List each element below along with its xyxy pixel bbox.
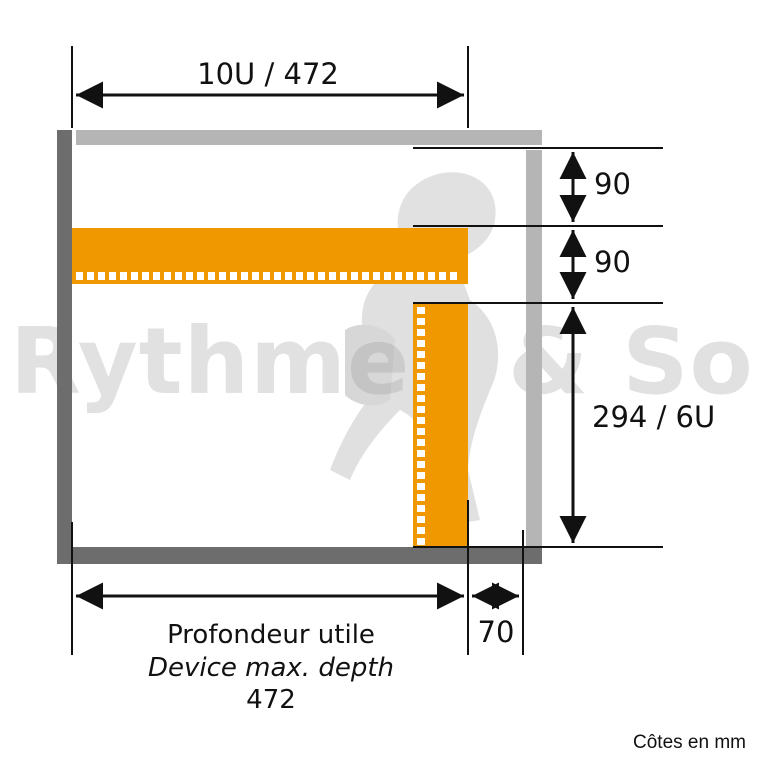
vertical-rail [413, 303, 468, 547]
rail-hole [263, 272, 270, 280]
dimension-labels: 10U / 472 90 90 294 / 6U 70 Profondeur u… [148, 57, 715, 715]
rail-hole [230, 272, 237, 280]
label-gap-top: 90 [594, 167, 631, 201]
rail-hole [351, 272, 358, 280]
label-depth-en: Device max. depth [148, 653, 394, 683]
rail-hole [417, 461, 425, 468]
rail-hole [318, 272, 325, 280]
rail-hole [417, 329, 425, 336]
rail-hole [307, 272, 314, 280]
rail-hole [219, 272, 226, 280]
watermark-right-text: & Sons [508, 308, 760, 415]
rail-hole [417, 307, 425, 314]
rail-hole [175, 272, 182, 280]
rail-hole [417, 516, 425, 523]
left-frame-bar [57, 130, 72, 564]
rail-hole [296, 272, 303, 280]
rail-hole [417, 472, 425, 479]
rail-hole [417, 428, 425, 435]
extension-lines [71, 46, 663, 655]
rail-hole [98, 272, 105, 280]
label-rear-clearance: 70 [478, 615, 515, 649]
rail-hole [164, 272, 171, 280]
rail-hole [252, 272, 259, 280]
rail-hole [439, 272, 446, 280]
rail-hole [417, 450, 425, 457]
rail-hole [87, 272, 94, 280]
rail-hole [285, 272, 292, 280]
label-vertical-height: 294 / 6U [592, 400, 715, 434]
rail-hole [131, 272, 138, 280]
label-depth-value: 472 [246, 685, 296, 715]
dimension-lines [76, 81, 587, 610]
rail-hole [417, 373, 425, 380]
label-gap-middle: 90 [594, 245, 631, 279]
rail-hole [120, 272, 127, 280]
watermark-left-text: Rythmes [10, 308, 466, 415]
rail-hole [109, 272, 116, 280]
rail-hole [417, 351, 425, 358]
rail-hole [208, 272, 215, 280]
rail-hole [197, 272, 204, 280]
rail-hole [417, 538, 425, 545]
rail-hole [340, 272, 347, 280]
rail-hole [186, 272, 193, 280]
horizontal-rail [72, 228, 468, 284]
units-note: Côtes en mm [633, 732, 746, 753]
rail-hole [417, 395, 425, 402]
rail-hole [428, 272, 435, 280]
rail-hole [417, 340, 425, 347]
rail-hole [142, 272, 149, 280]
rail-hole [395, 272, 402, 280]
horizontal-rail-holes [76, 272, 457, 280]
rail-hole [417, 406, 425, 413]
rail-hole [417, 362, 425, 369]
rail-hole [373, 272, 380, 280]
rail-hole [417, 527, 425, 534]
rail-hole [76, 272, 83, 280]
rail-hole [417, 272, 424, 280]
rail-hole [417, 384, 425, 391]
label-top-width: 10U / 472 [197, 57, 339, 91]
rail-hole [450, 272, 457, 280]
rail-hole [241, 272, 248, 280]
label-depth-fr: Profondeur utile [167, 620, 375, 650]
rail-hole [329, 272, 336, 280]
rail-hole [417, 483, 425, 490]
right-frame-bar [526, 150, 542, 546]
bottom-frame-bar [57, 547, 542, 564]
rail-hole [406, 272, 413, 280]
rail-hole [274, 272, 281, 280]
rail-hole [417, 494, 425, 501]
rail-hole [417, 439, 425, 446]
rail-hole [362, 272, 369, 280]
rail-hole [417, 505, 425, 512]
rail-hole [417, 318, 425, 325]
cabinet-frame [57, 130, 542, 564]
rail-hole [153, 272, 160, 280]
vertical-rail-holes [417, 307, 425, 545]
rail-hole [417, 417, 425, 424]
rail-hole [384, 272, 391, 280]
top-frame-bar [76, 130, 542, 145]
